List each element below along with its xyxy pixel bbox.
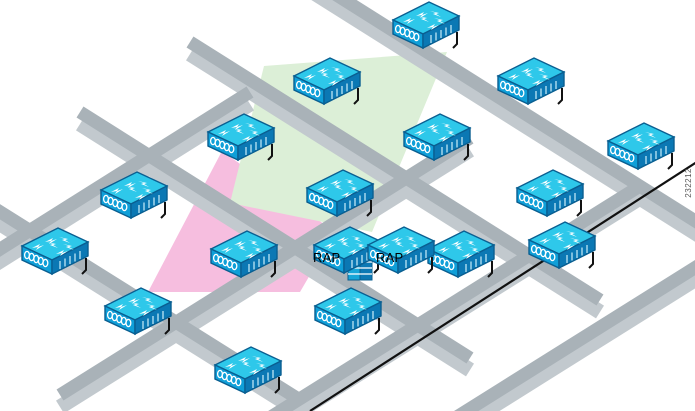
mesh-ap-16[interactable] [514,169,584,223]
figure-id: 232212 [684,168,693,198]
device-layer [19,1,675,400]
black-road-line [309,161,695,411]
rap-label-1: RAP [313,250,341,265]
rap-label-2: RAP [376,250,404,265]
